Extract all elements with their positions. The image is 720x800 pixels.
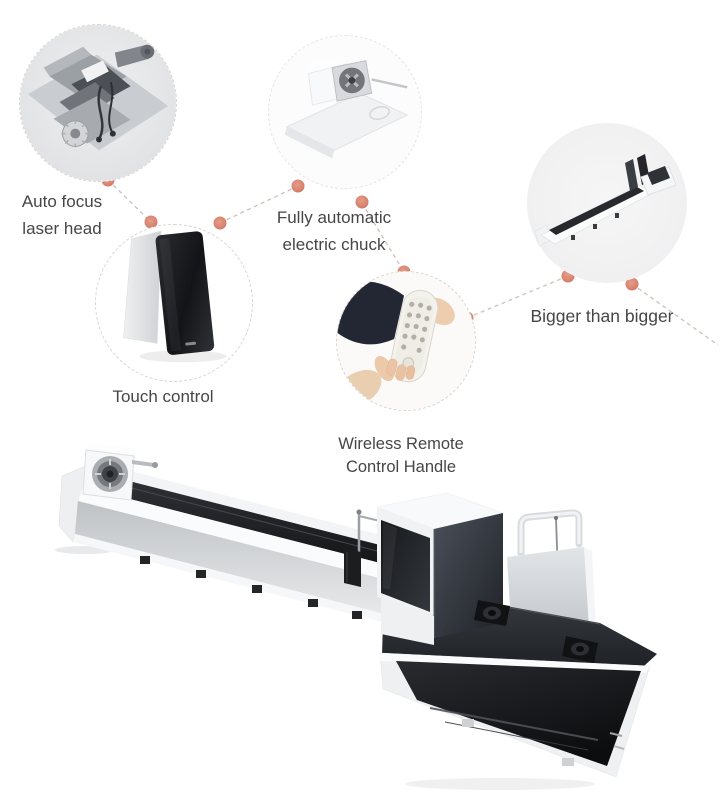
feature-label-line: Auto focus (21, 192, 103, 211)
shadow (405, 778, 595, 790)
feature-label-line: Bigger than bigger (530, 306, 674, 326)
collection-tray (379, 652, 651, 778)
laser-head-illustration (20, 25, 176, 181)
feature-label-remote: Wireless Remote Control Handle (338, 433, 464, 479)
electric-chuck-illustration (269, 36, 421, 188)
touch-screen-illustration (96, 225, 252, 381)
electric-chuck-photo (268, 35, 422, 189)
feature-label-touch-control: Touch control (112, 383, 213, 410)
feature-label-auto-focus: Auto focus laser head (22, 188, 102, 242)
tube-laser-cutting-machine-photo (55, 443, 657, 790)
long-machine-bed-photo (527, 123, 687, 283)
cutting-head-cabin (376, 492, 504, 645)
remote-handle-photo (336, 271, 476, 411)
sleeve-shape (337, 281, 405, 345)
touch-screen-photo (95, 224, 253, 382)
long-bed-illustration (527, 123, 687, 283)
feature-label-line: Wireless Remote (338, 435, 464, 453)
feature-label-line: electric chuck (282, 235, 386, 254)
feature-label-line: Fully automatic (276, 208, 392, 227)
feature-label-bigger: Bigger than bigger (530, 303, 673, 330)
support-rod (344, 509, 398, 587)
machine-bed (58, 461, 432, 629)
remote-body (386, 289, 439, 383)
rotary-chuck (82, 443, 158, 501)
support-cabinet (507, 509, 596, 640)
feature-label-line: laser head (22, 219, 102, 238)
feature-label-electric-chuck: Fully automatic electric chuck (277, 204, 391, 258)
feature-label-line: Touch control (112, 387, 214, 406)
remote-handle-illustration (337, 272, 475, 410)
bed-feet (140, 556, 362, 619)
feature-label-line: Control Handle (345, 458, 457, 476)
auto-focus-laser-head-photo (19, 24, 177, 182)
deck-clamps (474, 600, 598, 663)
